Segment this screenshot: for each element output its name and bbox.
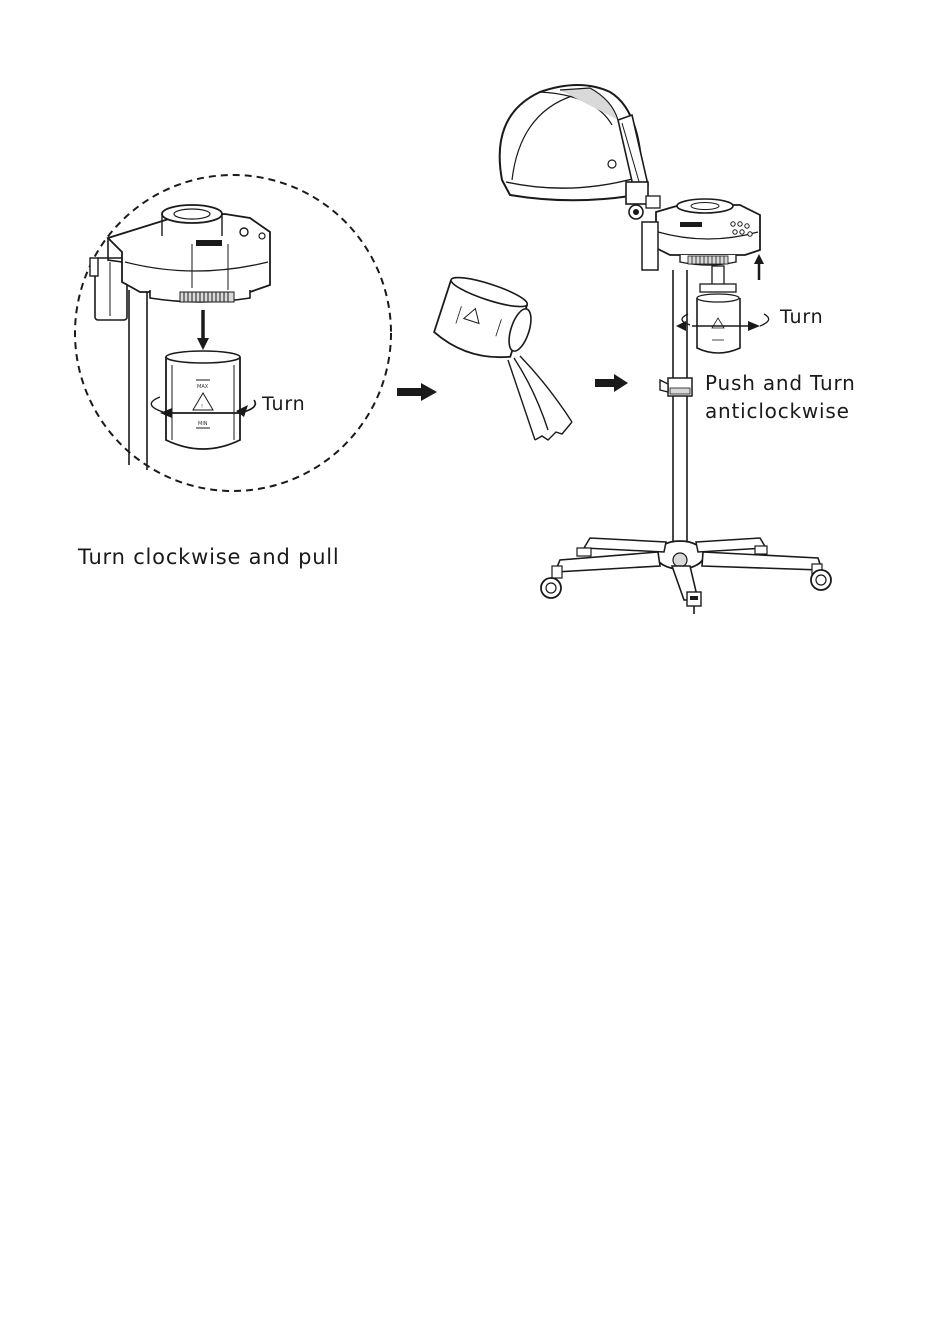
detail-water-cup: MAX ! MIN <box>166 351 240 449</box>
wheel-front <box>687 592 701 614</box>
cup-max-label: MAX <box>197 384 209 390</box>
stand-base <box>555 538 822 600</box>
push-and-turn-label: Push and Turn <box>705 371 856 395</box>
cup-min-label: MIN <box>198 421 208 427</box>
pouring-cup <box>432 272 572 440</box>
detail-pole <box>129 290 147 470</box>
detail-view: MAX ! MIN <box>75 175 391 491</box>
svg-text:!: ! <box>201 404 203 410</box>
up-arrow-icon <box>754 254 764 280</box>
hood-dome <box>500 85 642 200</box>
anticlockwise-label: anticlockwise <box>705 399 850 423</box>
detail-steamer-head <box>108 205 270 302</box>
turn-clockwise-caption: Turn clockwise and pull <box>78 545 340 569</box>
turn-label-right: Turn <box>780 306 823 328</box>
right-arrow-icon <box>397 383 437 401</box>
steamer-water-cup <box>697 266 740 353</box>
hood-steamer-stand <box>500 85 831 614</box>
right-arrow-icon <box>595 374 628 392</box>
down-arrow-icon <box>197 310 209 350</box>
water-stream <box>508 356 572 440</box>
turn-label-left: Turn <box>262 393 305 415</box>
wheel-left <box>541 566 562 598</box>
stand-pole <box>660 270 692 548</box>
wheel-right <box>811 564 831 590</box>
steamer-head <box>642 199 760 270</box>
